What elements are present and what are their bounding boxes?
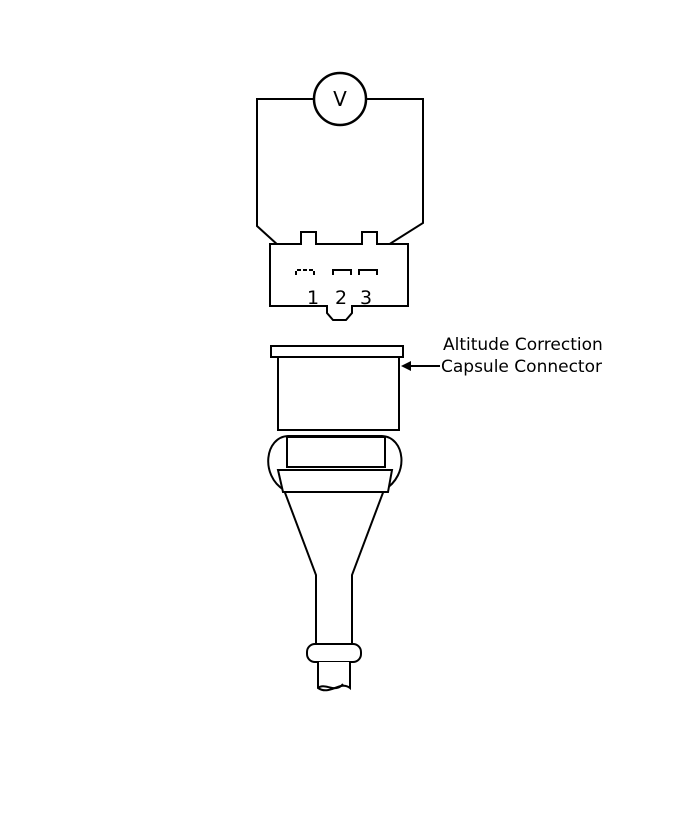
voltmeter: V xyxy=(312,71,368,127)
terminal-label-1: 1 xyxy=(307,287,319,309)
capsule-body xyxy=(277,356,400,431)
callout-line-2: Capsule Connector xyxy=(441,357,602,377)
cable-cut-end xyxy=(317,683,344,690)
voltmeter-label: V xyxy=(333,87,347,111)
callout-line-1: Altitude Correction xyxy=(443,335,603,355)
callout-arrowhead xyxy=(401,361,411,371)
terminal-slot-2 xyxy=(332,269,352,275)
harness-connector: 1 2 3 xyxy=(269,231,409,321)
terminal-label-2: 2 xyxy=(335,287,347,309)
boot-inner-band xyxy=(286,436,386,468)
capsule-rim xyxy=(270,345,404,358)
harness-connector-body xyxy=(269,231,409,321)
capsule-connector xyxy=(267,345,404,692)
terminal-label-3: 3 xyxy=(360,287,372,309)
callout: Altitude Correction Capsule Connector xyxy=(401,335,603,377)
terminal-slot-1 xyxy=(295,269,315,275)
collar-ring xyxy=(306,643,362,663)
boot-lower-band xyxy=(276,469,394,493)
terminal-slot-3 xyxy=(358,269,378,275)
